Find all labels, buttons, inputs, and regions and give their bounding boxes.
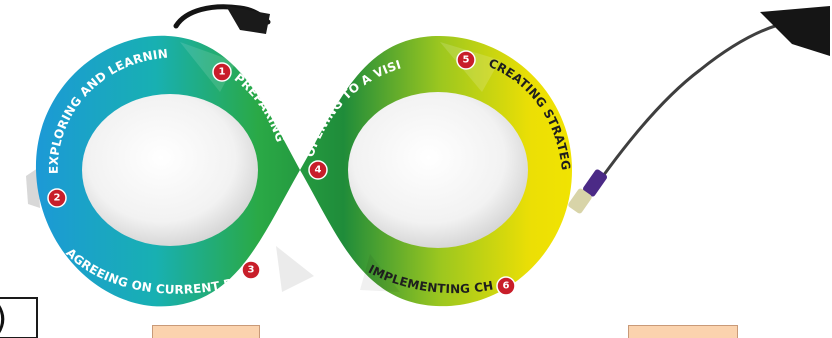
cable-icon — [173, 4, 271, 34]
step-number-5: 5 — [463, 55, 470, 66]
corner-glyph: ) — [0, 299, 7, 337]
step-badge-2: 2 — [47, 188, 67, 208]
step-number-6: 6 — [503, 281, 510, 292]
step-badge-4: 4 — [308, 160, 328, 180]
step-badge-1: 1 — [212, 62, 232, 82]
right-loop-hole — [348, 92, 528, 248]
segment-arrow — [360, 254, 400, 292]
step-number-1: 1 — [219, 67, 226, 78]
step-badge-3: 3 — [241, 260, 261, 280]
peach-tab-left — [152, 325, 260, 338]
peach-tab-right — [628, 325, 738, 338]
step-number-3: 3 — [248, 265, 255, 276]
left-loop-hole — [82, 94, 258, 246]
step-number-2: 2 — [54, 193, 61, 204]
step-number-4: 4 — [315, 165, 322, 176]
step-badge-6: 6 — [496, 276, 516, 296]
step-badge-5: 5 — [456, 50, 476, 70]
stylus-pen-icon — [568, 6, 830, 214]
segment-arrow — [276, 246, 314, 292]
corner-frame: ) — [0, 297, 38, 338]
